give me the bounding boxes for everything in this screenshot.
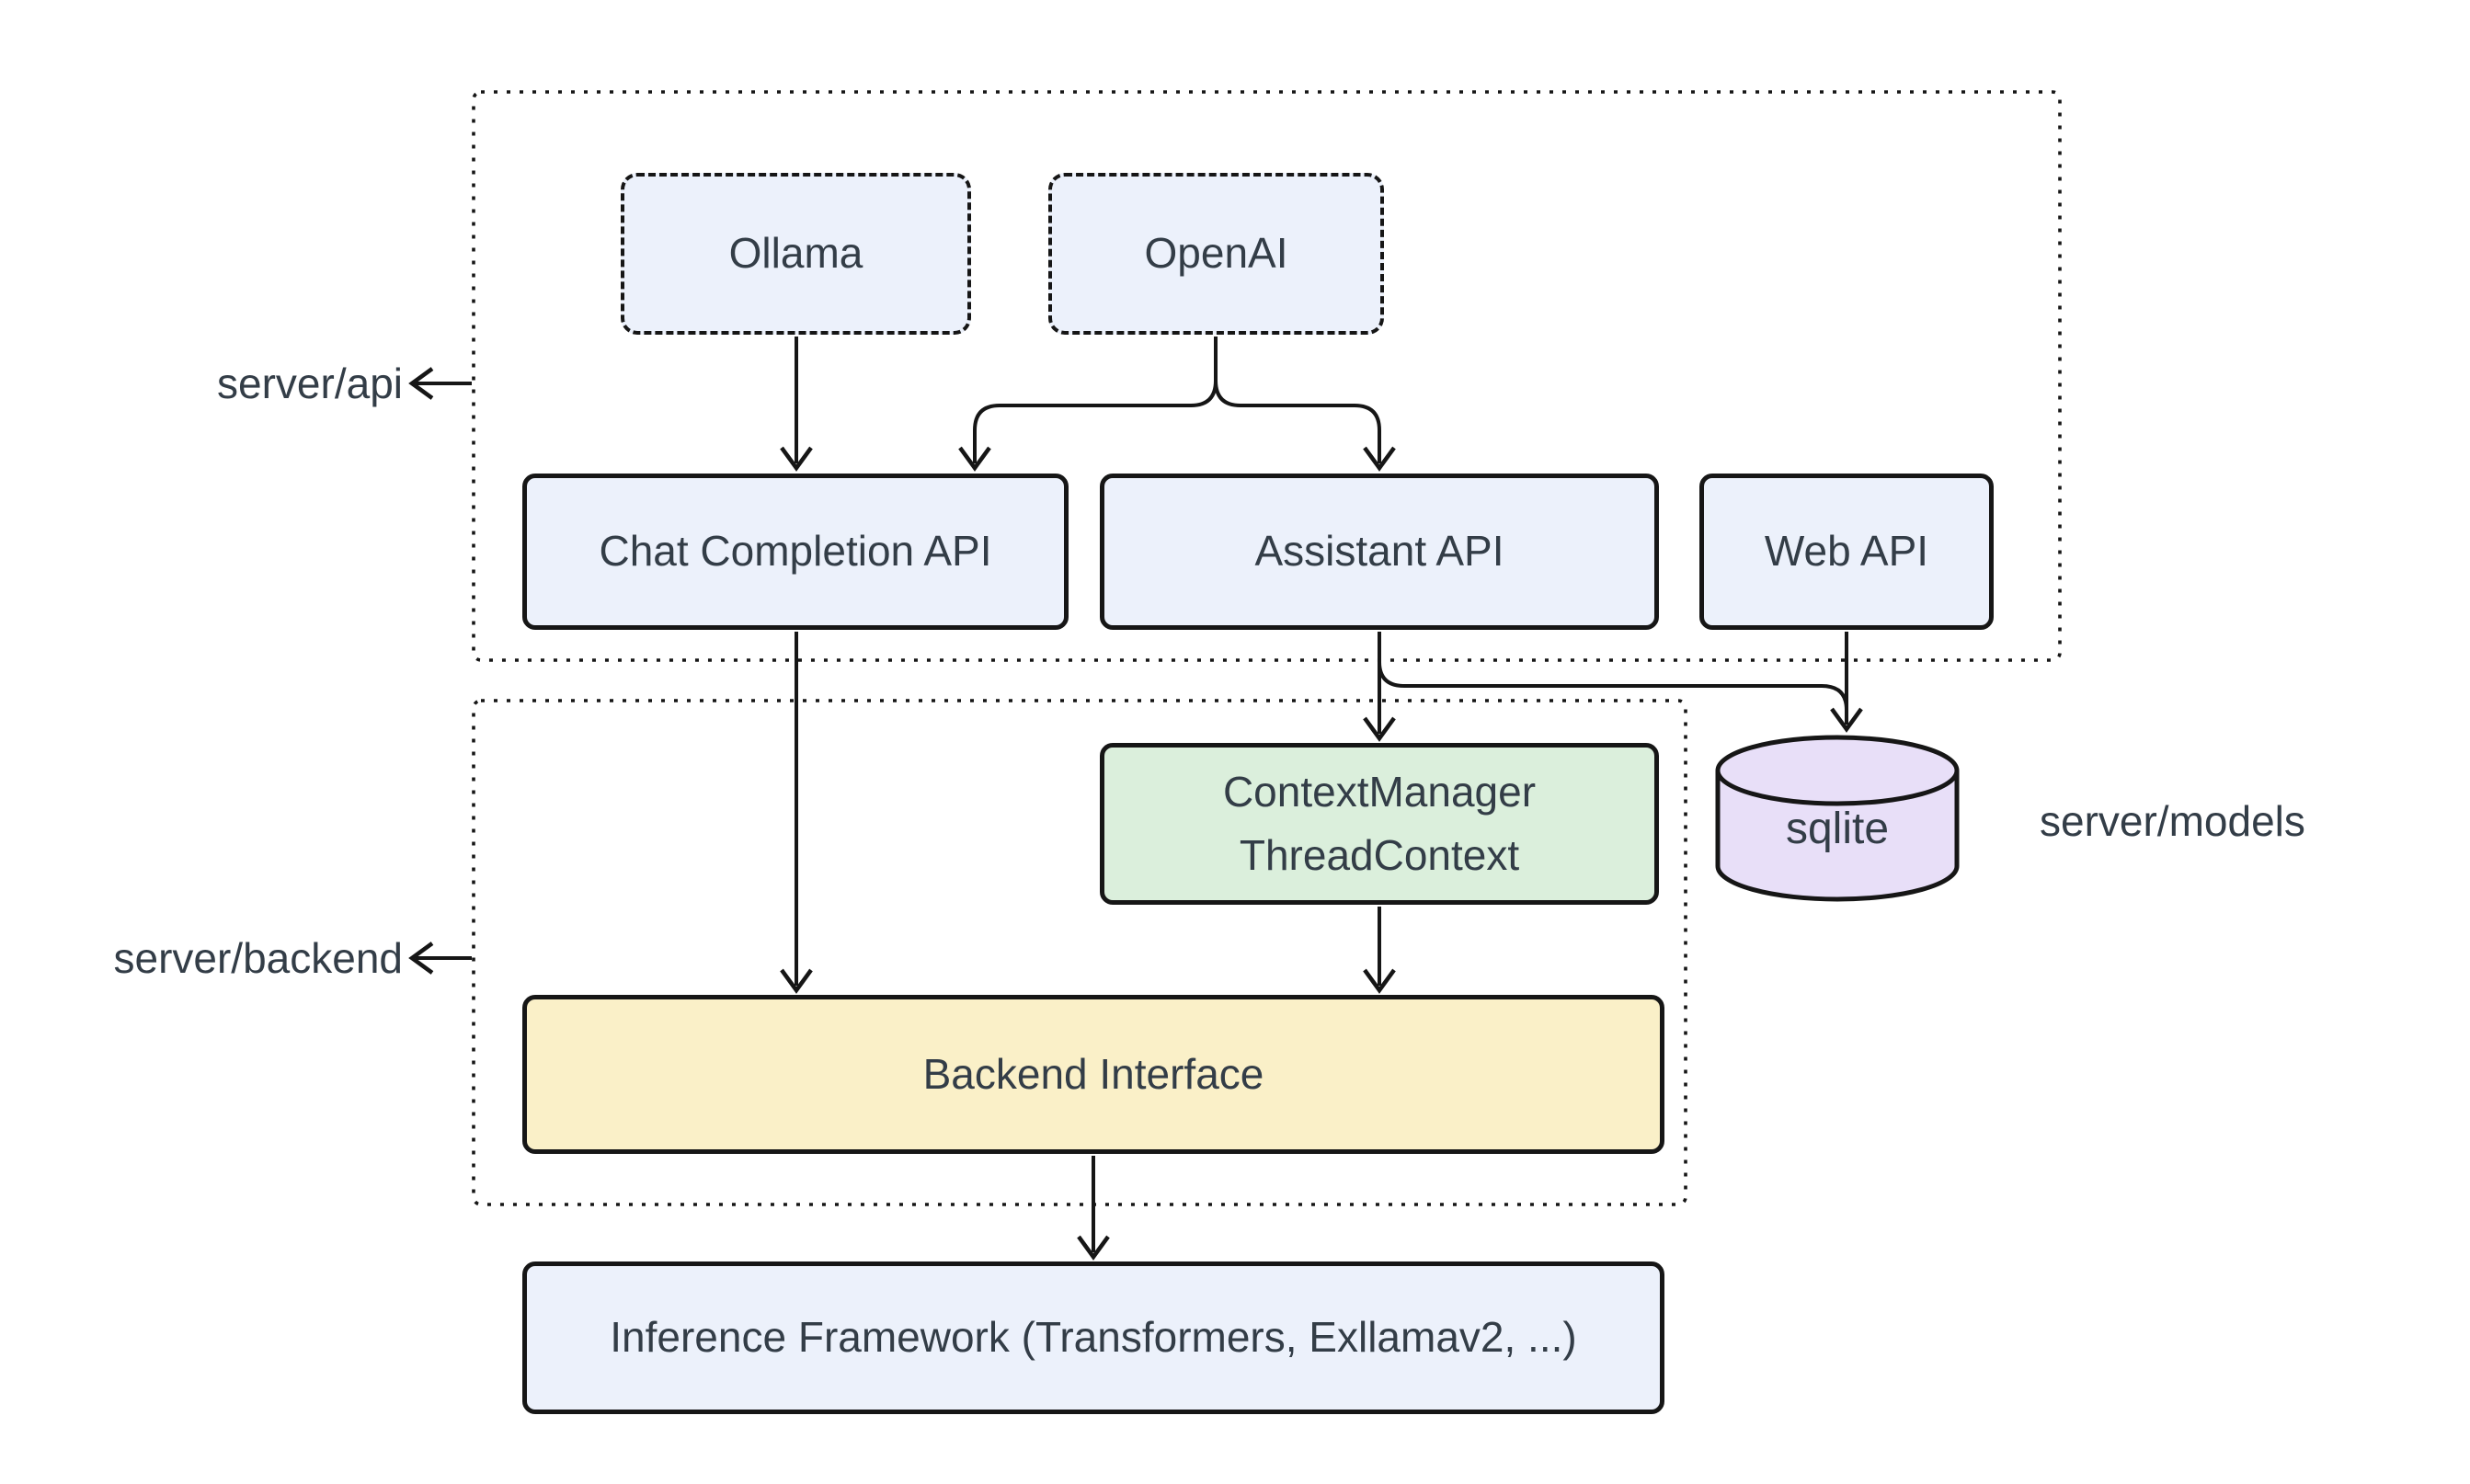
edge-assistant-sqlite [1378, 661, 1848, 711]
node-ollama-label: Ollama [728, 229, 863, 278]
node-openai-label: OpenAI [1144, 229, 1288, 278]
arrowhead-contextmanager-backend [1363, 968, 1396, 994]
arrowhead-openai-assistant [1363, 446, 1396, 472]
node-openai: OpenAI [1048, 173, 1384, 335]
node-web-api-label: Web API [1764, 527, 1929, 576]
arrowhead-ollama-chat [780, 446, 813, 472]
label-server-backend: server/backend [113, 934, 404, 982]
sqlite-cylinder-top [1715, 735, 1960, 806]
node-ollama: Ollama [621, 173, 971, 335]
sqlite-cylinder-body [1715, 771, 1960, 902]
arrowhead-assistant-contextmanager [1363, 716, 1396, 742]
arrowhead-openai-chat [958, 446, 991, 472]
label-server-api: server/api [217, 360, 403, 407]
node-context-manager-label-line1: ContextManager [1222, 768, 1537, 816]
arrowhead-chat-backend [780, 968, 813, 994]
node-sqlite-label: sqlite [1785, 805, 1890, 853]
server-backend-group-border [472, 699, 1687, 1206]
node-inference-framework-label: Inference Framework (Transformers, Exlla… [610, 1313, 1577, 1362]
node-chat-completion-api: Chat Completion API [522, 474, 1069, 630]
node-backend-interface: Backend Interface [522, 995, 1664, 1154]
node-web-api: Web API [1699, 474, 1994, 630]
node-context-manager: ContextManager ThreadContext [1100, 743, 1659, 905]
node-assistant-api: Assistant API [1100, 474, 1659, 630]
node-chat-completion-api-label: Chat Completion API [599, 527, 992, 576]
label-server-models: server/models [2040, 797, 2305, 845]
arrowhead-webapi-sqlite [1830, 707, 1863, 733]
node-backend-interface-label: Backend Interface [922, 1049, 1264, 1098]
arrowhead-backend-inference [1077, 1235, 1110, 1261]
arrowhead-serverbackend-pointer [408, 942, 434, 975]
arrowhead-serverapi-pointer [408, 367, 434, 400]
node-context-manager-label-line2: ThreadContext [1239, 831, 1520, 879]
node-assistant-api-label: Assistant API [1254, 527, 1504, 576]
node-inference-framework: Inference Framework (Transformers, Exlla… [522, 1261, 1664, 1414]
edge-openai-chat [973, 337, 1218, 463]
server-api-group-border [472, 90, 2062, 662]
edge-openai-assistant [1214, 380, 1381, 463]
